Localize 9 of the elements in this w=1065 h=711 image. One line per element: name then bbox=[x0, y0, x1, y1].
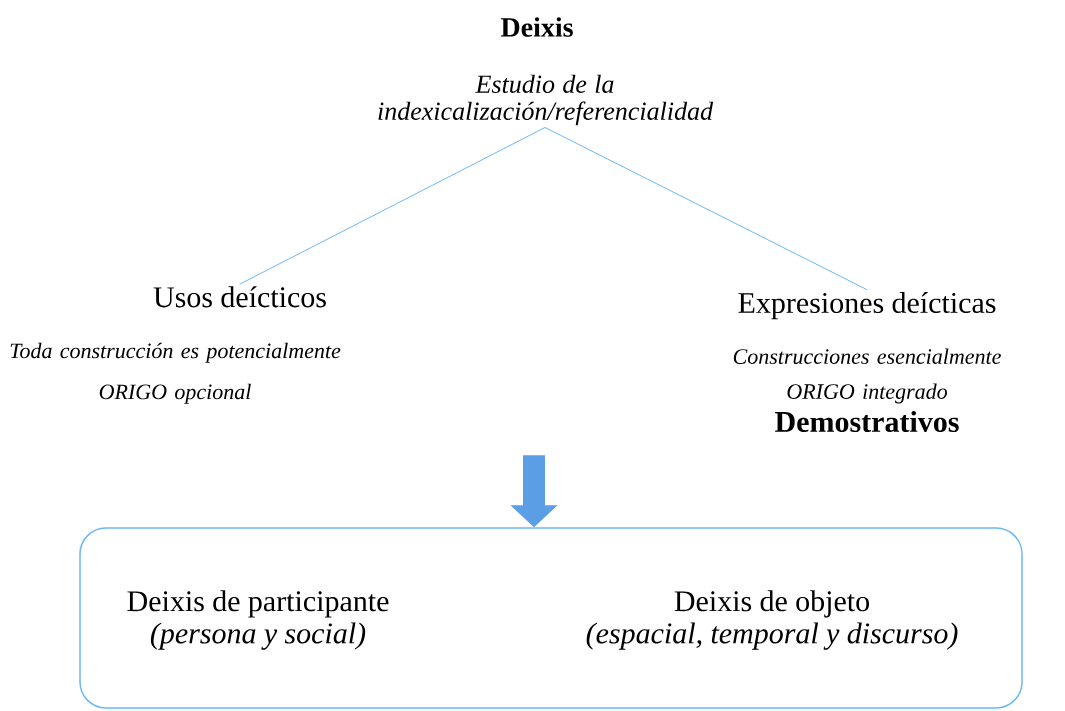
category-text: Deixis de objeto (espacial, temporal y discurso) bbox=[586, 590, 958, 650]
category-text: Usos deícticos Toda construcción es potencialmente ORIGO opcional bbox=[10, 286, 341, 404]
category-text: Deixis de participante (persona y social) bbox=[127, 590, 389, 650]
branch-line bbox=[544, 127, 868, 291]
rounded-box bbox=[79, 527, 1023, 709]
title: Deixis bbox=[500, 17, 573, 37]
category-text: Expresiones deícticas Construcciones esencialmente ORIGO integrado Demostrativos bbox=[733, 291, 1001, 433]
branch-line bbox=[239, 127, 546, 285]
subtitle-text: Estudio de la indexicalización/referencialidad bbox=[378, 74, 714, 126]
